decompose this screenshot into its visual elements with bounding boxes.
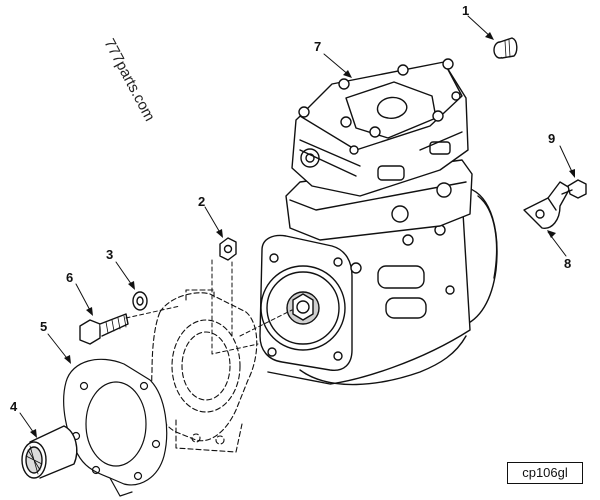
arrowheads [30, 32, 575, 438]
callout-8: 8 [564, 256, 571, 271]
callout-9: 9 [548, 131, 555, 146]
reference-code-box: cp106gl [507, 462, 583, 484]
callout-2: 2 [198, 194, 205, 209]
callout-1: 1 [462, 3, 469, 18]
watermark-text: 777parts.com [100, 36, 158, 124]
callout-7: 7 [314, 39, 321, 54]
cylinder-head [285, 58, 473, 241]
callout-6: 6 [66, 270, 73, 285]
washer [132, 291, 148, 311]
callout-5: 5 [40, 319, 47, 334]
gear-housing-dashed [151, 289, 258, 453]
bushing [21, 425, 78, 479]
callout-4: 4 [10, 399, 18, 414]
nut [219, 237, 237, 261]
capscrew [79, 313, 129, 345]
screw [561, 179, 587, 199]
plug [493, 37, 518, 59]
callout-labels: 1 2 3 4 5 6 7 8 9 [10, 3, 571, 414]
compressor-body [259, 187, 498, 386]
bracket [523, 181, 571, 229]
callout-3: 3 [106, 247, 113, 262]
